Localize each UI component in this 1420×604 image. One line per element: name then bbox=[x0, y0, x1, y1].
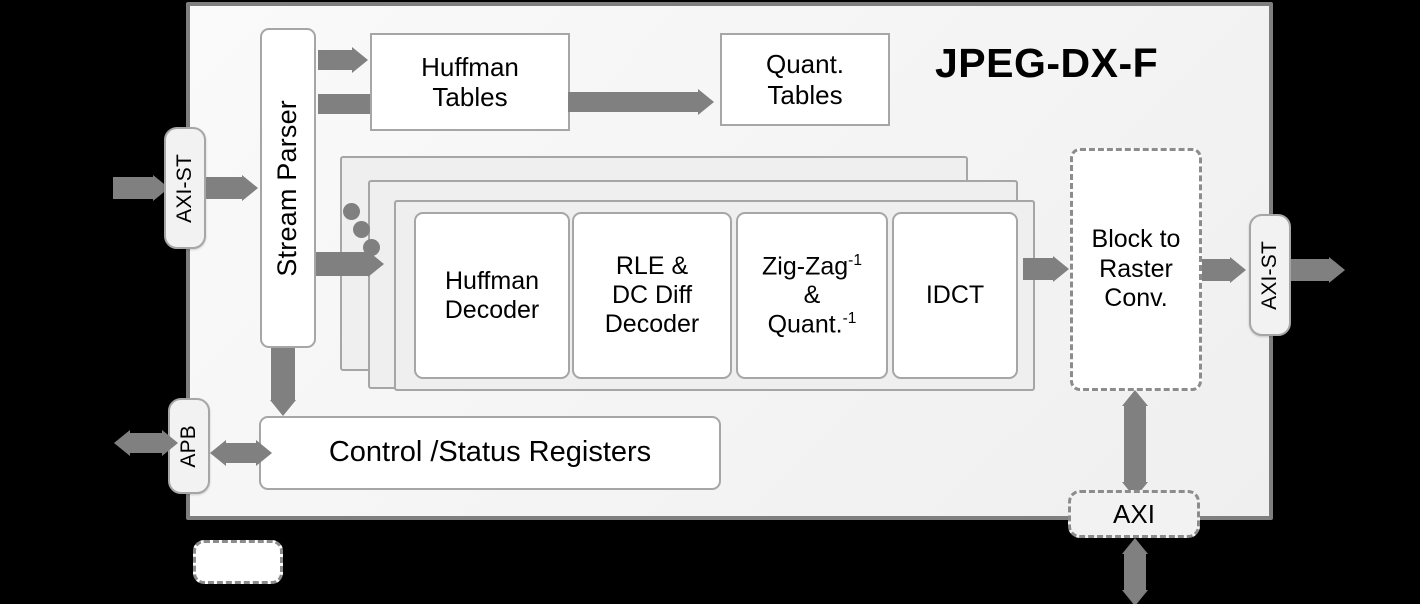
block-huffman-tables[interactable]: Huffman Tables bbox=[370, 33, 570, 131]
block-control-status-registers-label: Control /Status Registers bbox=[328, 436, 652, 469]
block-to-raster-line3: Conv. bbox=[1104, 284, 1168, 313]
block-to-raster-line1: Block to bbox=[1091, 225, 1181, 254]
port-axi-st-output[interactable]: AXI-ST bbox=[1249, 214, 1291, 336]
stage-line-2: DC Diff bbox=[611, 281, 693, 309]
external-output-arrow-head bbox=[1329, 257, 1345, 283]
pipeline-repeat-dot-1 bbox=[343, 203, 360, 220]
block-huffman-tables-line2: Tables bbox=[432, 82, 508, 112]
pipeline-stage-huffman-decoder[interactable]: Huffman Decoder bbox=[414, 212, 570, 379]
pipeline-to-raster-arrow-shaft bbox=[1023, 258, 1053, 280]
stage-line-3: Decoder bbox=[604, 310, 700, 338]
raster-to-axi-arrow-shaft bbox=[1124, 406, 1146, 482]
axi-external-arrow-head-down bbox=[1122, 590, 1148, 604]
port-axi-memory[interactable]: AXI bbox=[1068, 490, 1200, 538]
zigzag-superscript: -1 bbox=[848, 251, 862, 269]
stage-line-1: Zig-Zag-1 bbox=[762, 252, 862, 281]
stage-line-1: IDCT bbox=[925, 281, 985, 309]
port-axi-st-input-label: AXI-ST bbox=[173, 153, 196, 223]
port-axi-memory-label: AXI bbox=[1113, 498, 1155, 529]
external-input-arrow-shaft bbox=[113, 177, 153, 199]
quant-superscript: -1 bbox=[842, 310, 857, 327]
block-quant-tables-line1: Quant. bbox=[765, 49, 845, 80]
block-huffman-tables-line1: Huffman bbox=[421, 51, 519, 82]
apb-external-arrow-shaft bbox=[130, 433, 162, 453]
parser-to-huffman-tables-arrow-shaft bbox=[318, 50, 352, 70]
apb-to-csr-arrow-head-right bbox=[256, 440, 272, 466]
quant-text: Quant. bbox=[767, 310, 843, 339]
axi-st-to-stream-parser-arrow-head bbox=[242, 175, 258, 201]
port-axi-st-output-label: AXI-ST bbox=[1258, 240, 1281, 310]
apb-to-csr-arrow-shaft bbox=[226, 443, 256, 463]
parser-to-pipeline-arrow-head bbox=[368, 251, 384, 277]
block-stream-parser-label: Stream Parser bbox=[272, 99, 303, 277]
zigzag-text: Zig-Zag bbox=[762, 252, 849, 280]
stage-line-3: Quant.-1 bbox=[768, 310, 857, 339]
port-axi-st-input[interactable]: AXI-ST bbox=[164, 127, 206, 249]
pipeline-to-raster-arrow-head bbox=[1053, 256, 1069, 282]
block-control-status-registers[interactable]: Control /Status Registers bbox=[259, 416, 721, 490]
block-quant-tables[interactable]: Quant. Tables bbox=[720, 33, 890, 126]
external-output-arrow-shaft bbox=[1291, 259, 1329, 281]
stage-line-1: Huffman bbox=[444, 266, 540, 295]
parser-to-huffman-tables-arrow-head bbox=[352, 47, 368, 73]
axi-external-arrow-shaft bbox=[1124, 552, 1146, 592]
block-quant-tables-line2: Tables bbox=[767, 79, 843, 110]
stage-line-2: Decoder bbox=[444, 295, 540, 324]
axi-st-to-stream-parser-arrow-shaft bbox=[206, 177, 242, 199]
parser-to-csr-arrow-head bbox=[270, 400, 296, 416]
pipeline-stage-idct[interactable]: IDCT bbox=[892, 212, 1018, 379]
stage-line-1: RLE & bbox=[615, 252, 689, 280]
apb-to-csr-arrow-head-left bbox=[210, 440, 226, 466]
legend-key-dashed-block bbox=[193, 540, 283, 584]
pipeline-stage-zigzag-inv-quant[interactable]: Zig-Zag-1 & Quant.-1 bbox=[736, 212, 888, 379]
axi-external-arrow-head-up bbox=[1122, 538, 1148, 554]
huffman-to-quant-tables-arrow-head bbox=[698, 89, 714, 115]
port-apb-label: APB bbox=[177, 424, 200, 468]
raster-to-axi-arrow-head-up bbox=[1122, 390, 1148, 406]
apb-external-arrow-head-left bbox=[114, 430, 130, 456]
pipeline-repeat-dot-2 bbox=[353, 221, 370, 238]
apb-external-arrow-head-right bbox=[162, 430, 178, 456]
block-to-raster-line2: Raster bbox=[1099, 254, 1173, 283]
block-to-raster-conv[interactable]: Block to Raster Conv. bbox=[1070, 148, 1202, 391]
block-stream-parser[interactable]: Stream Parser bbox=[260, 28, 316, 348]
stage-line-2: & bbox=[803, 281, 821, 309]
pipeline-stage-rle-dc-diff-decoder[interactable]: RLE & DC Diff Decoder bbox=[572, 212, 732, 379]
page-title: JPEG-DX-F bbox=[935, 40, 1159, 86]
raster-to-axi-st-out-arrow-head bbox=[1230, 257, 1246, 283]
parser-to-quant-tables-bar bbox=[318, 94, 376, 114]
raster-to-axi-st-out-arrow-shaft bbox=[1202, 259, 1230, 281]
huffman-to-quant-tables-arrow-shaft bbox=[568, 92, 698, 112]
parser-to-pipeline-arrow-shaft bbox=[316, 252, 368, 276]
parser-to-csr-arrow-shaft bbox=[271, 348, 295, 400]
